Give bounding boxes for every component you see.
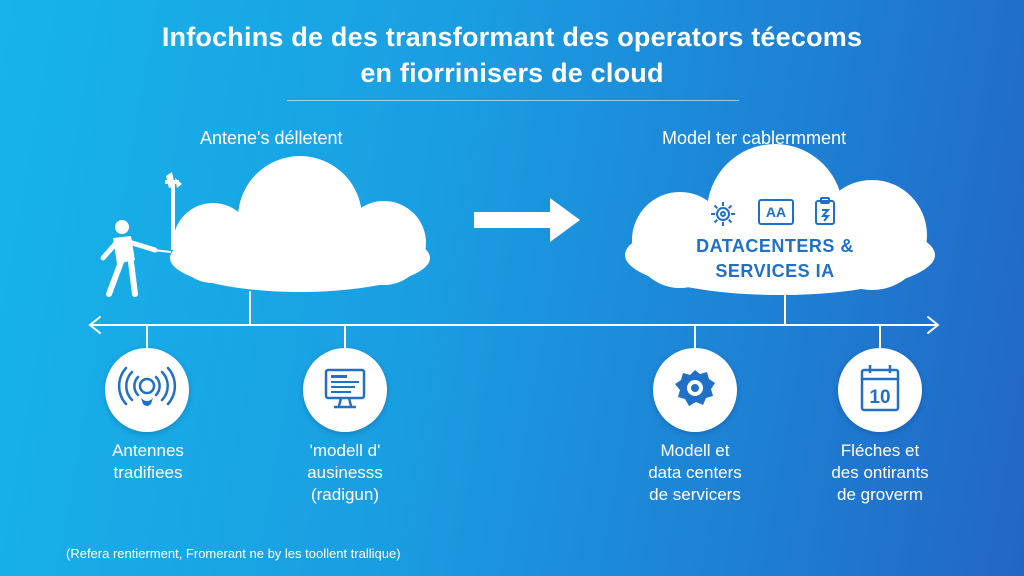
calendar-number: 10: [869, 387, 890, 408]
antenna-signal-icon: [117, 366, 177, 406]
transition-arrow-icon: [474, 198, 580, 242]
title-line-1: Infochins de des transformant des operat…: [161, 22, 863, 52]
left-section-label: Antene's délletent: [200, 128, 343, 148]
node-4-caption: Fléches et des ontirants de groverm: [800, 440, 960, 506]
node-2-caption-line: ausinesss: [307, 463, 383, 482]
node-4-caption-line: Fléches et: [840, 441, 920, 460]
technician-icon: [100, 172, 182, 297]
node-3-caption-line: data centers: [648, 463, 742, 482]
monitor-icon: [324, 368, 366, 409]
gear-icon: [711, 202, 735, 226]
footnote: (Refera rentierment, Fromerant ne by les…: [66, 546, 401, 561]
timeline-right-arrowhead: [927, 316, 940, 334]
right-section-label: Model ter cablermment: [662, 128, 847, 148]
calendar-icon: 10: [860, 365, 900, 412]
node-3-caption: Modell et data centers de servicers: [615, 440, 775, 506]
node-4-caption-line: de groverm: [837, 485, 923, 504]
node-2-caption: 'modell d' ausinesss (radigun): [265, 440, 425, 506]
node-2-circle: [303, 348, 387, 432]
timeline-left-arrowhead: [88, 316, 101, 334]
cloud-title-line-1: DATACENTERS &: [696, 236, 854, 256]
ai-badge-icon: AA: [758, 199, 794, 225]
node-4-circle: 10: [838, 348, 922, 432]
title-line-2: en fiorrinisers de cloud: [360, 58, 664, 88]
node-3-caption-line: de servicers: [649, 485, 741, 504]
node-3-caption-line: Modell et: [660, 441, 730, 460]
cloud-title-line-2: SERVICES IA: [715, 261, 835, 281]
gear-cloud-icon: [675, 370, 715, 406]
node-1-caption-line: tradifiees: [113, 463, 183, 482]
node-2-caption-line: 'modell d': [309, 441, 381, 460]
node-4-caption-line: des ontirants: [831, 463, 929, 482]
document-icon: [815, 197, 835, 225]
node-2-caption-line: (radigun): [310, 485, 380, 504]
node-3-circle: [653, 348, 737, 432]
title-divider: [287, 100, 739, 101]
node-1-circle: [105, 348, 189, 432]
node-1-caption-line: Antennes: [112, 441, 184, 460]
node-1-caption: Antennes tradifiees: [68, 440, 228, 484]
